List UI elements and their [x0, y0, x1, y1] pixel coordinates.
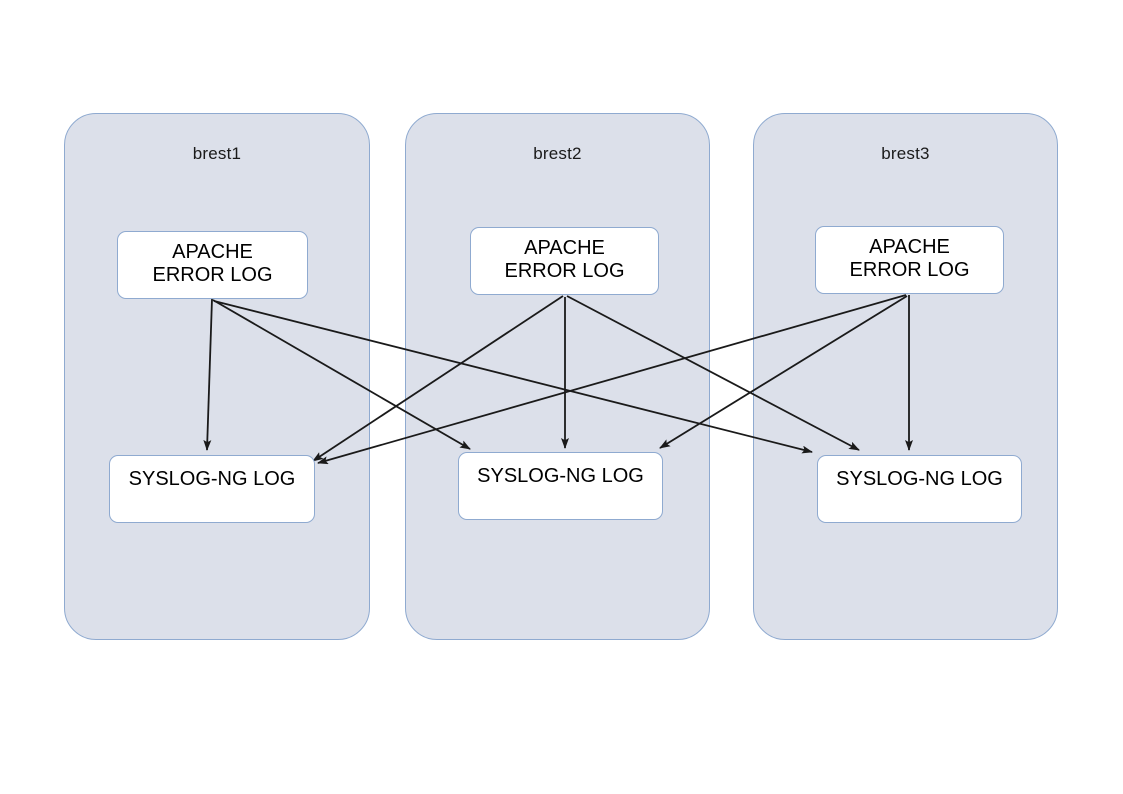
node-syslog-ng-log-brest2[interactable]: SYSLOG-NG LOG: [458, 452, 663, 520]
panel-label-brest3: brest3: [881, 144, 930, 163]
node-syslog-ng-log-brest3[interactable]: SYSLOG-NG LOG: [817, 455, 1022, 523]
node-apache-error-log-brest1[interactable]: APACHE ERROR LOG: [117, 231, 308, 299]
panel-brest2: brest2: [405, 113, 710, 640]
node-label: APACHE ERROR LOG: [152, 241, 273, 287]
node-syslog-ng-log-brest1[interactable]: SYSLOG-NG LOG: [109, 455, 315, 523]
node-label: SYSLOG-NG LOG: [128, 468, 296, 490]
node-label: APACHE ERROR LOG: [504, 237, 625, 283]
node-label: APACHE ERROR LOG: [849, 236, 970, 282]
panel-label-brest1: brest1: [192, 144, 242, 163]
node-apache-error-log-brest3[interactable]: APACHE ERROR LOG: [815, 226, 1004, 294]
node-label: SYSLOG-NG LOG: [836, 468, 1003, 490]
panel-brest1: brest1: [64, 113, 370, 640]
node-apache-error-log-brest2[interactable]: APACHE ERROR LOG: [470, 227, 659, 295]
panel-label-brest2: brest2: [533, 144, 582, 163]
panel-brest3: brest3: [753, 113, 1058, 640]
node-label: SYSLOG-NG LOG: [477, 465, 644, 487]
